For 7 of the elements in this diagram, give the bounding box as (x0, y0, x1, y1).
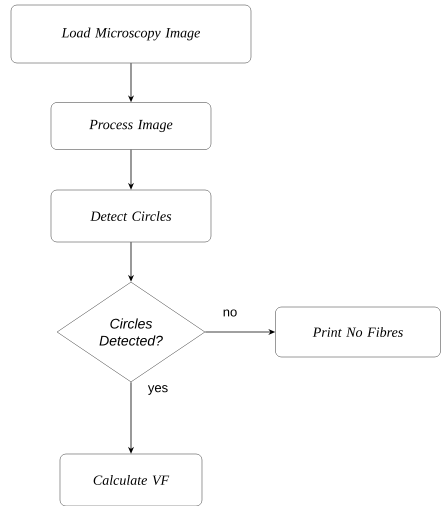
process-box: Detect Circles (50, 190, 212, 242)
process-box: Process Image (50, 102, 212, 150)
process-box: Load Microscopy Image (10, 4, 252, 64)
process-box: Print No Fibres (275, 306, 441, 358)
process-box: Calculate VF (60, 454, 202, 506)
edge-label: yes (148, 385, 168, 395)
edge-label: no (224, 309, 237, 317)
